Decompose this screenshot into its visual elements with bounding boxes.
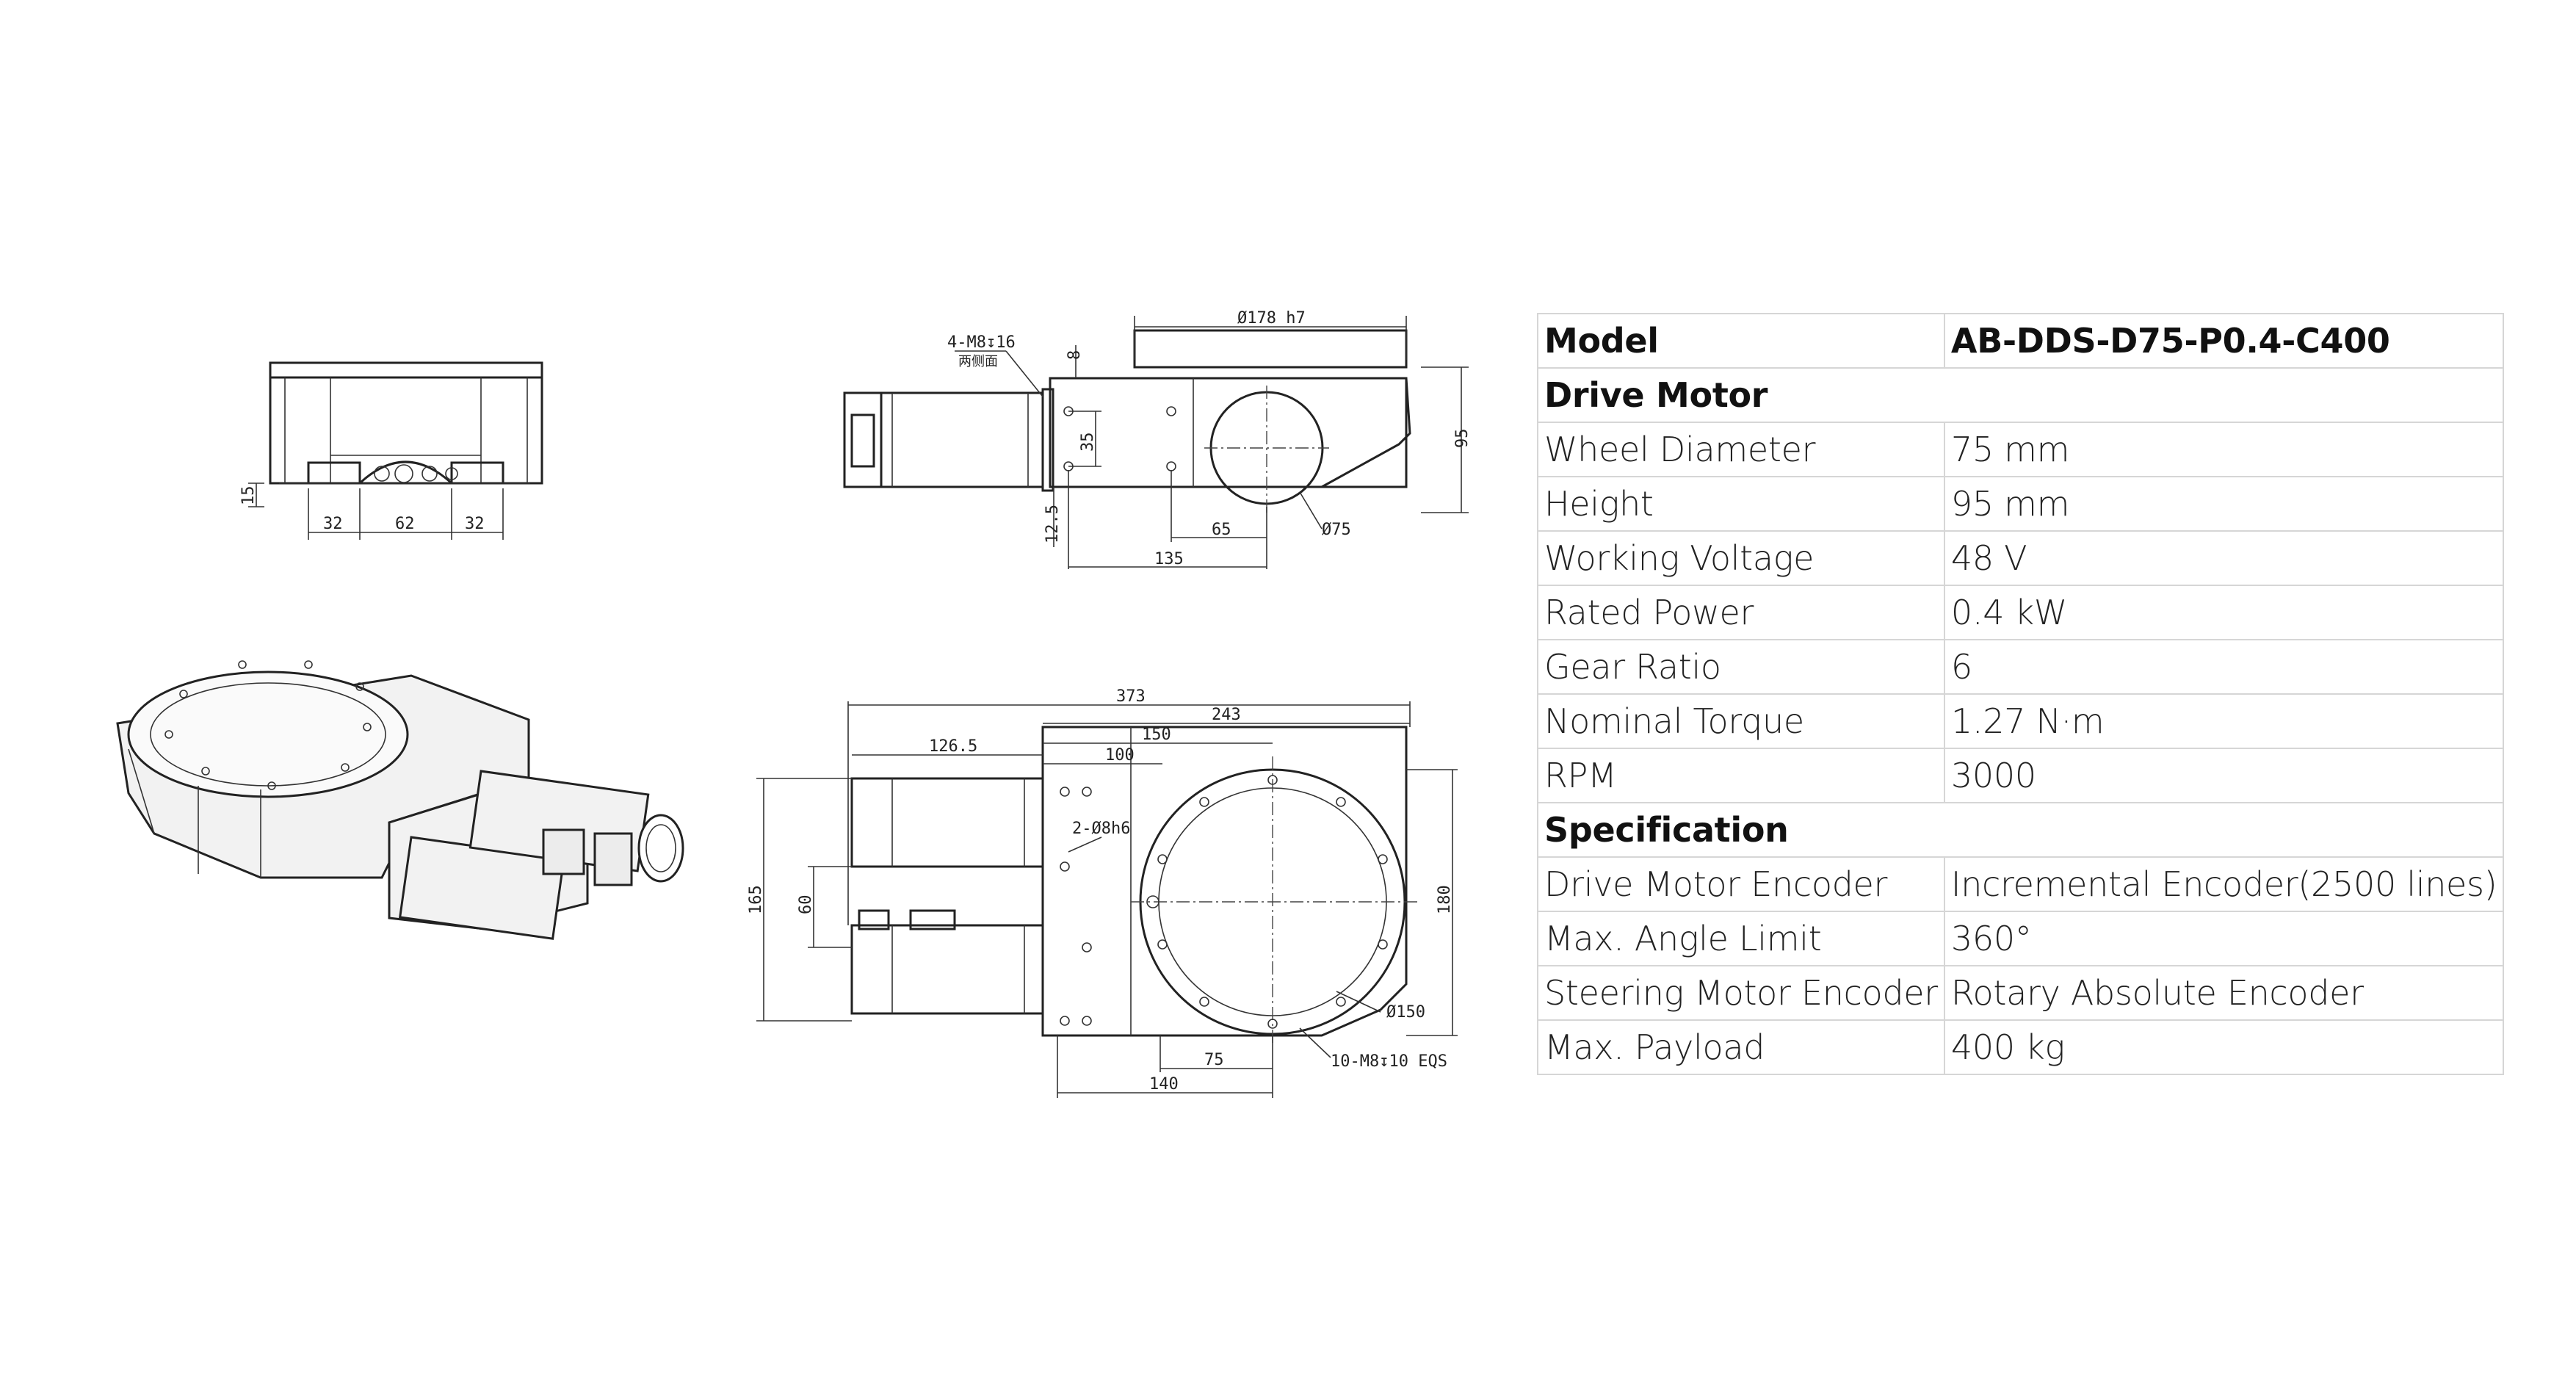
row-value: 360° [1943,911,2505,966]
dim-2-dowel: 2-Ø8h6 [1072,820,1130,838]
dim-4-m8: 4-M8↧16 [947,333,1016,352]
row-label: Nominal Torque [1537,693,1945,749]
row-label: Working Voltage [1537,530,1945,586]
side-view: Ø178 h7 95 35 8 12.5 65 135 [843,309,1472,569]
section-empty-specification [1944,802,2505,858]
dim-126-5: 126.5 [929,737,977,756]
dim-100: 100 [1105,746,1135,765]
row-value: 6 [1943,639,2505,695]
dim-75: 75 [1204,1051,1224,1069]
section-label-specification: Specification [1537,802,1944,858]
dim-65: 65 [1212,521,1231,539]
dim-178-h7: Ø178 h7 [1237,309,1306,328]
dim-243: 243 [1212,706,1241,724]
row-label: RPM [1537,748,1945,803]
row-label: Height [1537,476,1945,532]
technical-drawing: 15 32 62 32 Ø178 h7 95 [116,309,1472,1098]
row-value: 1.27 N·m [1943,693,2505,749]
section-row-drive-motor: Drive Motor [1537,367,2505,423]
row-value: Rotary Absolute Encoder [1943,965,2505,1021]
dim-32-right: 32 [465,515,485,533]
section-row-specification: Specification [1537,802,2505,858]
section-empty-drive-motor [1944,367,2505,423]
dim-135: 135 [1154,550,1184,568]
spec-table: Model AB-DDS-D75-P0.4-C400 Drive Motor W… [1537,313,2505,1075]
dim-75-dia: Ø75 [1322,521,1351,539]
dim-10-m8: 10-M8↧10 EQS [1331,1052,1447,1071]
dim-140: 140 [1149,1075,1179,1094]
row-value: 3000 [1943,748,2505,803]
row-value: 48 V [1943,530,2505,586]
row-label: Gear Ratio [1537,639,1945,695]
row-label: Steering Motor Encoder [1537,965,1945,1021]
dim-62: 62 [395,515,415,533]
model-row: Model AB-DDS-D75-P0.4-C400 [1537,313,2505,369]
isometric-view [116,660,684,940]
dim-150-dia: Ø150 [1386,1003,1425,1022]
dim-60: 60 [797,895,815,915]
row-label: Max. Angle Limit [1537,911,1945,966]
dim-373: 373 [1116,687,1146,706]
row-label: Drive Motor Encoder [1537,856,1945,912]
row-label: Rated Power [1537,585,1945,640]
top-view: 373 243 126.5 150 100 2-Ø8h6 165 60 180 … [747,687,1458,1098]
front-view: 15 32 62 32 [239,361,543,540]
section-label-drive-motor: Drive Motor [1537,367,1944,423]
dim-32-left: 32 [323,515,343,533]
dim-35: 35 [1079,433,1097,452]
dim-150: 150 [1142,726,1171,744]
dim-180: 180 [1436,885,1454,914]
model-label: Model [1537,313,1945,369]
dim-12-5: 12.5 [1043,505,1062,543]
dim-8: 8 [1066,350,1084,360]
model-value: AB-DDS-D75-P0.4-C400 [1943,313,2505,369]
row-value: 0.4 kW [1943,585,2505,640]
row-value: 95 mm [1943,476,2505,532]
row-value: Incremental Encoder(2500 lines) [1943,856,2505,912]
row-label: Wheel Diameter [1537,422,1945,477]
row-value: 75 mm [1943,422,2505,477]
dim-95: 95 [1453,429,1472,449]
dim-both-sides: 两侧面 [958,354,998,369]
dim-165: 165 [747,885,765,914]
row-value: 400 kg [1943,1019,2505,1075]
row-label: Max. Payload [1537,1019,1945,1075]
dim-15: 15 [239,486,258,506]
